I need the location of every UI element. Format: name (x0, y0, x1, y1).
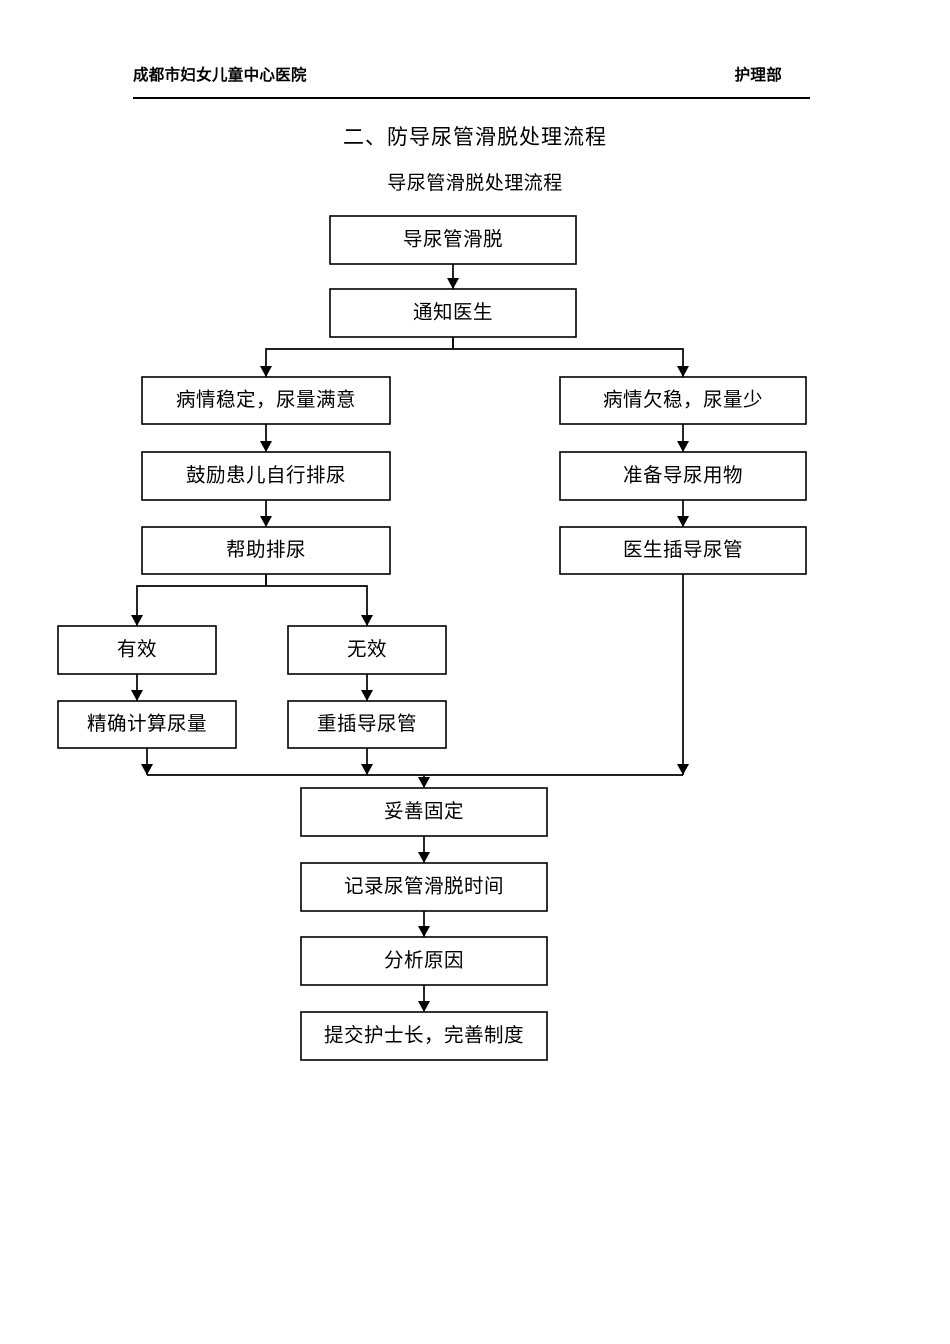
arrow-head-icon (447, 278, 459, 289)
flow-node-label: 有效 (117, 638, 157, 660)
flow-node-label: 重插导尿管 (317, 713, 417, 735)
flow-node-box (300, 936, 548, 986)
header-hospital-name: 成都市妇女儿童中心医院 (133, 67, 307, 84)
flow-node: 重插导尿管 (287, 700, 447, 749)
page-title: 二、防导尿管滑脱处理流程 (343, 125, 607, 149)
flow-node: 准备导尿用物 (559, 451, 807, 501)
flow-node-label: 医生插导尿管 (623, 539, 743, 561)
flow-node: 提交护士长，完善制度 (300, 1011, 548, 1061)
arrow-head-icon (677, 516, 689, 527)
flow-node-label: 帮助排尿 (226, 539, 306, 561)
arrow-head-icon (418, 926, 430, 937)
flow-node: 导尿管滑脱 (329, 215, 577, 265)
flow-connector (136, 585, 266, 626)
arrow-head-icon (260, 516, 272, 527)
flow-connector (453, 348, 684, 377)
arrow-head-icon (418, 852, 430, 863)
flow-node: 帮助排尿 (141, 526, 391, 575)
flow-node-box (329, 288, 577, 338)
arrow-head-icon (361, 690, 373, 701)
arrow-head-icon (418, 777, 430, 788)
flow-node-label: 导尿管滑脱 (403, 228, 503, 250)
flow-node: 分析原因 (300, 936, 548, 986)
header-department: 护理部 (734, 67, 782, 84)
flow-node-box (141, 376, 391, 425)
arrow-head-icon (361, 764, 373, 775)
arrow-head-icon (677, 366, 689, 377)
arrow-head-icon (260, 441, 272, 452)
flow-node-box (559, 526, 807, 575)
arrow-head-icon (361, 615, 373, 626)
flow-node-label: 病情欠稳，尿量少 (603, 389, 763, 411)
arrow-head-icon (260, 366, 272, 377)
flow-node: 有效 (57, 625, 217, 675)
flow-node-label: 无效 (347, 638, 387, 660)
flow-node-box (300, 1011, 548, 1061)
flow-node-box (57, 700, 237, 749)
page-header: 成都市妇女儿童中心医院 护理部 (133, 63, 810, 99)
flowchart-edges (131, 264, 689, 1012)
arrow-head-icon (131, 615, 143, 626)
flow-node-box (329, 215, 577, 265)
flow-node: 无效 (287, 625, 447, 675)
arrow-head-icon (677, 441, 689, 452)
flow-node: 精确计算尿量 (57, 700, 237, 749)
flow-node-box (141, 451, 391, 501)
arrow-head-icon (677, 764, 689, 775)
arrow-head-icon (131, 690, 143, 701)
flow-node-label: 准备导尿用物 (623, 464, 743, 486)
flow-node-label: 分析原因 (384, 949, 464, 971)
arrow-head-icon (141, 764, 153, 775)
flow-node-box (300, 862, 548, 912)
arrow-head-icon (418, 1001, 430, 1012)
flow-node-box (141, 526, 391, 575)
flow-node: 医生插导尿管 (559, 526, 807, 575)
flow-node-box (287, 700, 447, 749)
flow-node-box (559, 451, 807, 501)
flow-node: 病情欠稳，尿量少 (559, 376, 807, 425)
flow-node-label: 记录尿管滑脱时间 (344, 875, 504, 897)
flow-node: 鼓励患儿自行排尿 (141, 451, 391, 501)
flow-node: 通知医生 (329, 288, 577, 338)
flow-node: 妥善固定 (300, 787, 548, 837)
flow-node: 记录尿管滑脱时间 (300, 862, 548, 912)
flow-node: 病情稳定，尿量满意 (141, 376, 391, 425)
flow-connector (266, 585, 368, 626)
flow-node-box (57, 625, 217, 675)
flow-node-label: 通知医生 (413, 301, 493, 323)
flow-node-label: 妥善固定 (384, 800, 464, 822)
flow-node-box (300, 787, 548, 837)
flow-node-label: 鼓励患儿自行排尿 (186, 464, 346, 486)
flow-node-box (559, 376, 807, 425)
flow-node-box (287, 625, 447, 675)
flow-node-label: 精确计算尿量 (87, 713, 207, 735)
flow-node-label: 提交护士长，完善制度 (324, 1024, 524, 1046)
flow-node-label: 病情稳定，尿量满意 (176, 389, 356, 411)
flow-connector (265, 348, 453, 377)
page-subtitle: 导尿管滑脱处理流程 (387, 173, 563, 194)
